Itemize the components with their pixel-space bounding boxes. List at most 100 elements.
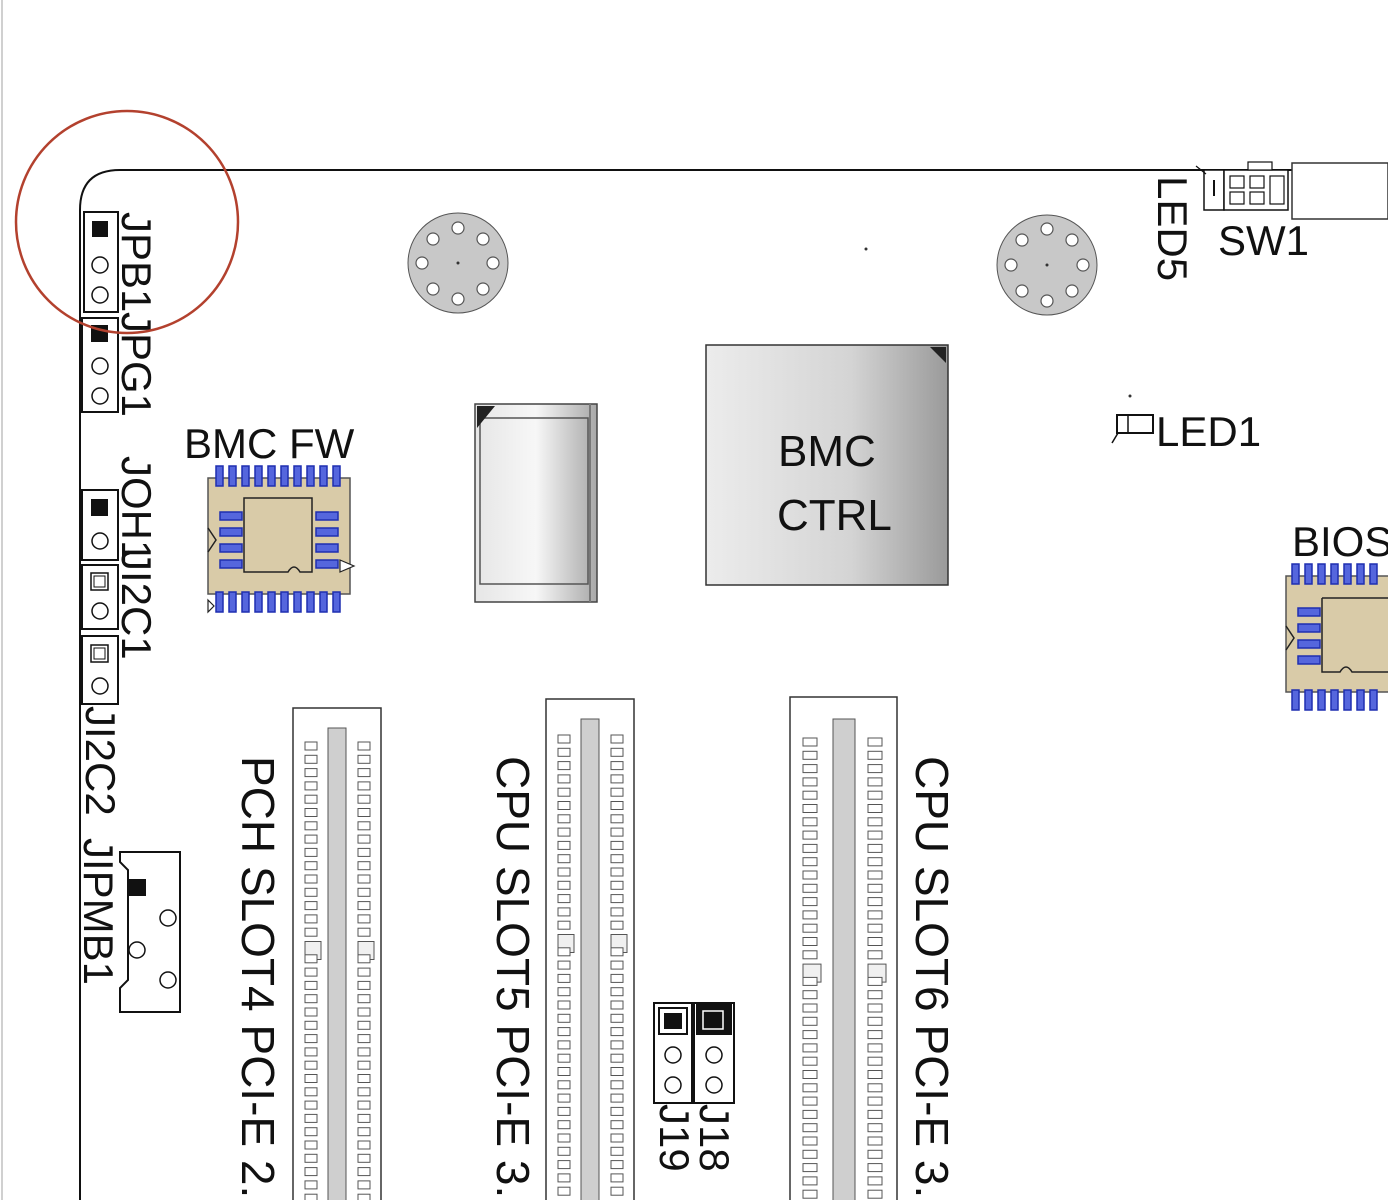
slot-pin	[802, 804, 818, 813]
label-jipmb1: JIPMB1	[75, 838, 122, 985]
slot-pin	[557, 1000, 571, 1010]
slot-pin	[610, 854, 624, 864]
slot-pin	[802, 937, 818, 946]
slot-pin	[557, 801, 571, 810]
slot-pin	[304, 1153, 318, 1163]
label-j18: J18	[691, 1104, 738, 1172]
slot-pin	[867, 937, 883, 946]
slot-pin	[304, 1034, 318, 1044]
slot-pin	[304, 1047, 318, 1057]
slot-pin	[357, 1074, 371, 1083]
slot-pin	[304, 1167, 318, 1177]
header-joh1[interactable]	[81, 489, 119, 561]
slot-pin	[357, 1034, 371, 1044]
slot-pin	[867, 1003, 883, 1013]
slot-pin	[867, 843, 883, 853]
slot-pin	[610, 1000, 624, 1010]
slot-pin	[304, 980, 318, 990]
slot-pin	[802, 1070, 818, 1079]
slot-pin	[304, 1007, 318, 1017]
slot-pin	[867, 1176, 883, 1186]
connector-jipmb1[interactable]	[119, 851, 181, 1013]
slot-pin	[867, 1043, 883, 1053]
standoff-hole-right	[996, 214, 1098, 316]
pcie-slot-4[interactable]	[292, 707, 382, 1200]
slot-pin	[357, 861, 371, 871]
label-sw1: SW1	[1218, 217, 1309, 264]
slot-pin	[867, 857, 883, 867]
board-outline	[79, 169, 1388, 1200]
slot-pin	[867, 737, 883, 747]
jumper-jpb1[interactable]	[83, 211, 119, 313]
slot-pin	[304, 1100, 318, 1110]
slot-pin	[610, 774, 624, 784]
slot-pin	[802, 923, 818, 933]
slot-pin	[357, 1060, 371, 1070]
label-led1: LED1	[1156, 408, 1261, 455]
slot-pin	[610, 1186, 624, 1196]
pcie-slot-6[interactable]	[789, 696, 898, 1200]
standoff-hole-left	[407, 212, 509, 314]
label-ji2c1: JI2C1	[113, 550, 160, 660]
slot-pin	[304, 821, 318, 831]
slot-pin	[557, 907, 571, 917]
slot-pin	[610, 907, 624, 917]
slot-pin	[304, 1087, 318, 1097]
slot-pin	[557, 747, 571, 757]
slot-pin	[610, 747, 624, 757]
slot-pin	[802, 1176, 818, 1186]
slot-pin	[610, 1133, 624, 1143]
slot-pin	[357, 914, 371, 924]
slot-pin	[802, 883, 818, 893]
slot-pin	[867, 910, 883, 920]
slot-pin	[610, 1040, 624, 1050]
slot-pin	[304, 927, 318, 937]
slot-pin	[357, 1193, 371, 1200]
slot-pin	[557, 1093, 571, 1103]
slot-pin	[802, 857, 818, 867]
switch-sw1[interactable]	[1223, 161, 1388, 220]
slot-pin	[802, 1083, 818, 1093]
slot-pin	[304, 1074, 318, 1083]
slot-pin	[304, 781, 318, 791]
slot-pin	[802, 990, 818, 1000]
slot-pin	[802, 910, 818, 920]
slot-pin	[304, 1020, 318, 1030]
slot-pin	[357, 1127, 371, 1137]
slot-pin	[867, 804, 883, 813]
slot-pin	[357, 821, 371, 831]
pch-chip	[474, 403, 598, 603]
slot-pin	[357, 834, 371, 844]
header-ji2c1[interactable]	[81, 564, 119, 630]
slot-pin	[610, 1080, 624, 1090]
slot-pin	[357, 1140, 371, 1150]
slot-pin	[357, 874, 371, 884]
slot-pin	[357, 1047, 371, 1057]
slot-pin	[357, 1007, 371, 1017]
slot-pin	[357, 967, 371, 977]
slot-pin	[304, 1127, 318, 1137]
slot-pin	[357, 847, 371, 857]
slot-pin	[867, 764, 883, 774]
jumper-j19[interactable]	[653, 1002, 693, 1104]
pcie-slot-5[interactable]	[545, 698, 635, 1200]
bmc-fw-chip	[207, 465, 356, 614]
slot-pin	[802, 737, 818, 747]
slot-pin	[610, 814, 624, 824]
label-bmc-fw: BMC FW	[184, 420, 355, 467]
slot-pin	[610, 801, 624, 810]
slot-pin	[357, 994, 371, 1004]
slot-pin	[357, 1087, 371, 1097]
slot-pin	[557, 761, 571, 771]
slot-pin	[802, 1149, 818, 1159]
label-bmc-ctrl-line1: BMC	[778, 427, 876, 476]
label-led5: LED5	[1149, 176, 1196, 281]
slot-pin	[610, 1067, 624, 1076]
slot-pin	[867, 1083, 883, 1093]
slot-pin	[610, 1053, 624, 1063]
slot-pin	[304, 994, 318, 1004]
slot-pin	[802, 1189, 818, 1199]
jumper-j18[interactable]	[693, 1002, 735, 1104]
slot-pin	[557, 1186, 571, 1196]
header-ji2c2[interactable]	[81, 635, 119, 705]
